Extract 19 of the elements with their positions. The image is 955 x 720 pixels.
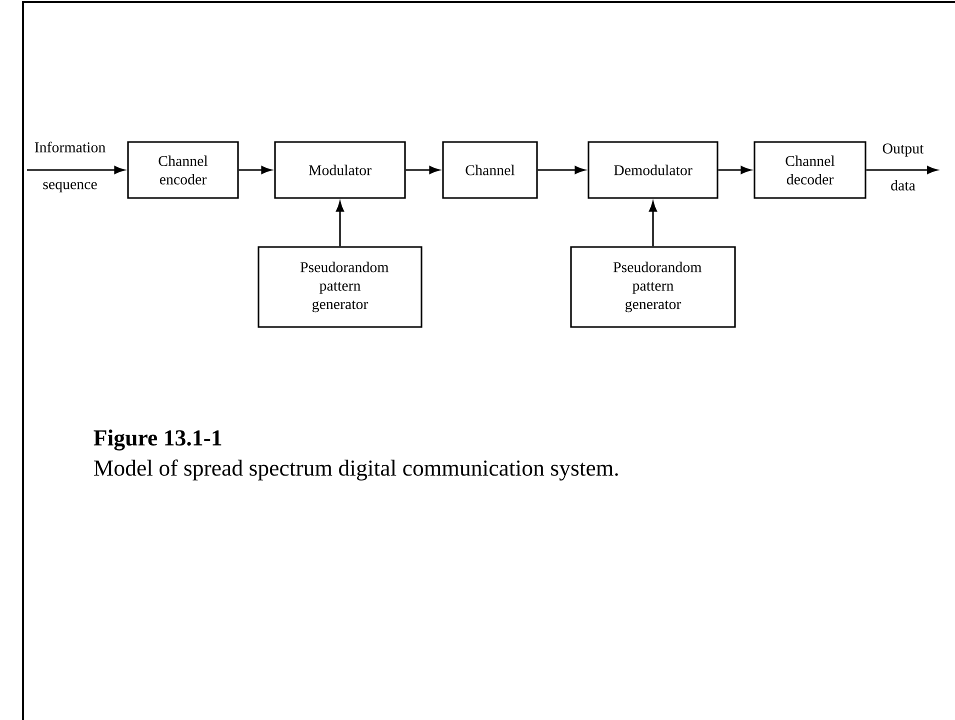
arrow (27, 166, 124, 174)
figure-caption: Model of spread spectrum digital communication system. (94, 459, 618, 480)
edge-label: Information sequence (34, 142, 106, 192)
arrow (538, 166, 585, 174)
block-box: Pseudorandom pattern generator (258, 246, 422, 328)
figure-title: Figure 13.1-1 (94, 430, 222, 450)
arrow (866, 166, 938, 174)
arrow (238, 166, 272, 174)
block-box: Demodulator (588, 141, 718, 199)
arrow (336, 202, 344, 246)
block-box: Channel decoder (754, 141, 866, 199)
block-box: Pseudorandom pattern generator (570, 246, 736, 328)
block-box: Modulator (274, 141, 406, 199)
arrow (718, 166, 751, 174)
edge-label: Output data (882, 144, 924, 190)
arrow (406, 166, 440, 174)
block-box: Channel encoder (127, 141, 239, 199)
block-box: Channel (442, 141, 538, 199)
arrow (649, 202, 657, 246)
